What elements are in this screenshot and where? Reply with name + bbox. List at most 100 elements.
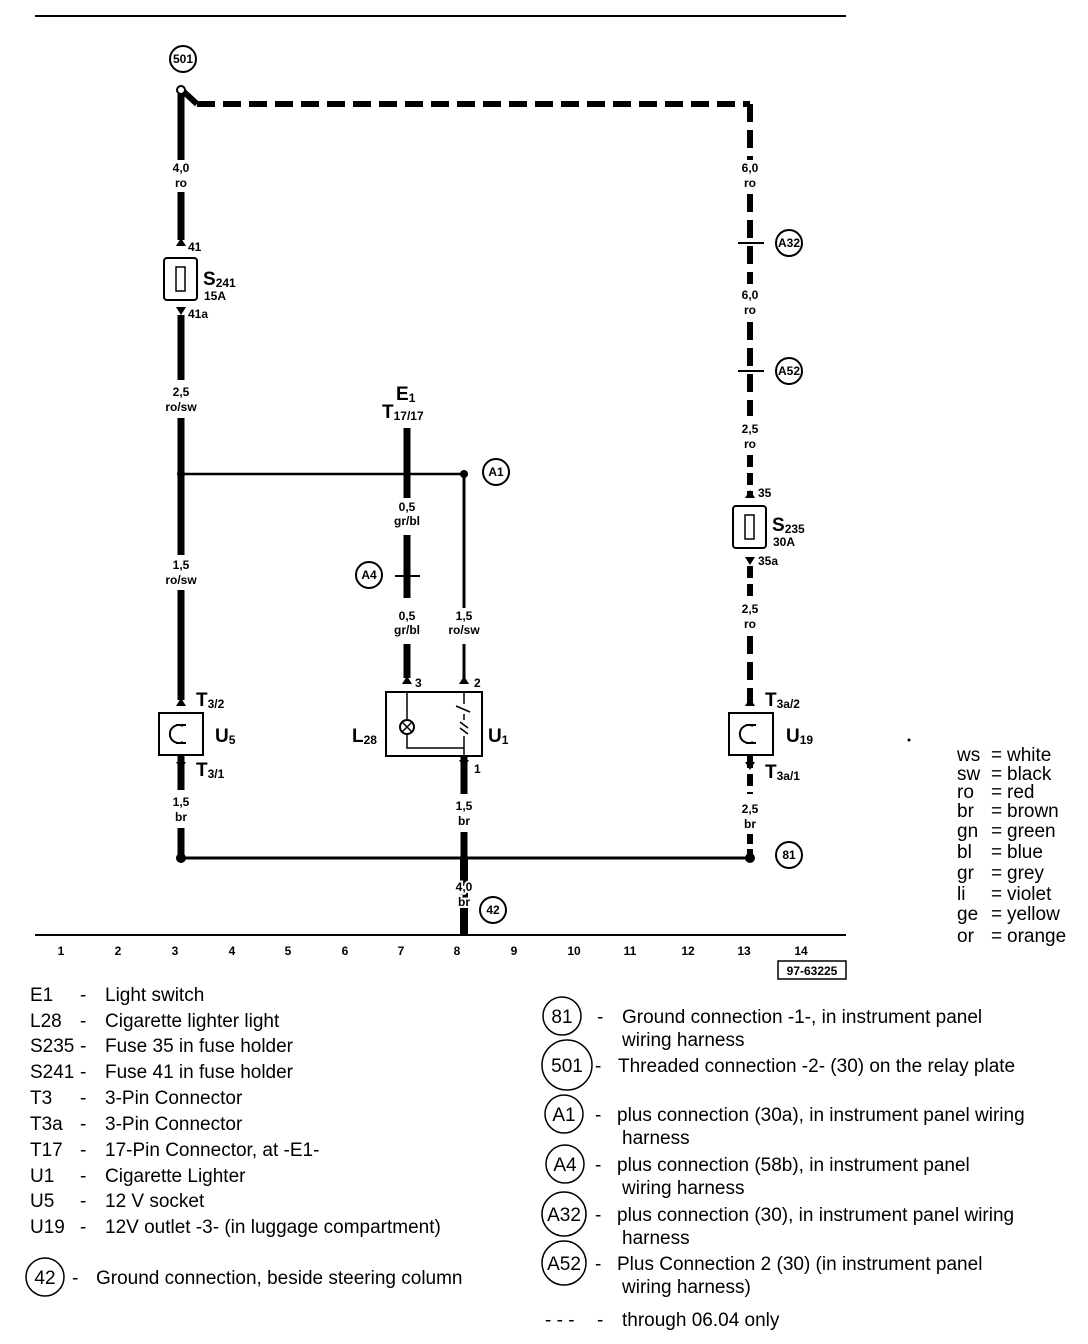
ref-code-box (777, 960, 847, 980)
wire-ground-size: 4,0 (456, 880, 473, 894)
wire-e1-top-size: 0,5 (399, 500, 416, 514)
legend-a1-dash: - (595, 1105, 601, 1126)
fuse-s235-element (744, 514, 755, 540)
col-3: 3 (172, 944, 179, 958)
legend-s235-code: S235 (30, 1036, 74, 1057)
legend-s235-dash: - (80, 1036, 86, 1057)
legend-s235-text: Fuse 35 in fuse holder (105, 1036, 294, 1057)
node-a52-label: A52 (778, 364, 800, 378)
legend-l28-dash: - (80, 1011, 86, 1032)
u19-bottom-connector: T3a/1 (765, 762, 800, 783)
l28-label: L28 (352, 726, 377, 747)
legend-42-dash: - (72, 1268, 78, 1289)
key-sw-eq: = (991, 764, 1002, 785)
u5-bottom-connector: T3/1 (196, 760, 225, 781)
legend-a32-circle (541, 1191, 587, 1237)
wire-left-low-size: 1,5 (173, 558, 190, 572)
col-11: 11 (624, 944, 637, 958)
u1-label: U1 (488, 726, 509, 747)
legend-a4-dash: - (595, 1155, 601, 1176)
legend-u5-code: U5 (30, 1191, 54, 1212)
col-14: 14 (794, 944, 808, 958)
u19-label: U19 (786, 726, 813, 747)
legend-501-dash: - (595, 1056, 601, 1077)
node-81-label: 81 (782, 848, 796, 862)
node-a1-circle (482, 458, 510, 486)
node-a32-label: A32 (778, 236, 800, 250)
wire-ground-color: br (458, 895, 470, 909)
node-a1-label: A1 (488, 465, 504, 479)
fuse-s241-in: 41 (188, 240, 202, 254)
wire-left-top-color: ro (175, 176, 187, 190)
key-ge-code: ge (957, 904, 978, 925)
u1-internal-wire (406, 734, 464, 749)
u19-top-arrow (745, 698, 755, 706)
key-ge-eq: = (991, 904, 1002, 925)
wire-e1-low-color: gr/bl (394, 623, 420, 637)
legend-a4-circle (545, 1144, 585, 1184)
col-12: 12 (681, 944, 695, 958)
column-numbers: 1 2 3 4 5 6 7 8 9 10 11 12 13 14 (58, 944, 808, 958)
legend-42-text: Ground connection, beside steering colum… (96, 1268, 463, 1289)
node-a32-circle (775, 229, 803, 257)
wire-right-fuse-size: 2,5 (742, 602, 759, 616)
key-sw-name: black (1007, 764, 1052, 785)
key-bl-eq: = (991, 842, 1002, 863)
wire-left-low-color: ro/sw (165, 573, 197, 587)
col-6: 6 (342, 944, 349, 958)
legend-e1-code: E1 (30, 985, 53, 1006)
u5-body (158, 712, 204, 756)
legend-u1-text: Cigarette Lighter (105, 1166, 246, 1187)
wire-left-mid-size: 2,5 (173, 385, 190, 399)
dashed-top-diag (181, 89, 200, 107)
col-2: 2 (115, 944, 122, 958)
fuse-s241-name: S241 (203, 269, 236, 290)
legend-a1-circle (544, 1094, 584, 1134)
wire-right-fuse-color: ro (744, 617, 756, 631)
wire-left-bot-size: 1,5 (173, 795, 190, 809)
legend-a1-line1: plus connection (30a), in instrument pan… (617, 1105, 1025, 1126)
key-gn-name: green (1007, 821, 1056, 842)
legend-u19-text: 12V outlet -3- (in luggage compartment) (105, 1217, 441, 1238)
pin3-arrow (402, 676, 412, 684)
legend-81-id: 81 (551, 1007, 572, 1028)
u19-top-connector: T3a/2 (765, 690, 800, 711)
col-4: 4 (229, 944, 236, 958)
node-42-circle (479, 896, 507, 924)
ref-code: 97-63225 (787, 964, 838, 978)
e1-connector: T17/17 (382, 402, 424, 423)
legend-l28-text: Cigarette lighter light (105, 1011, 280, 1032)
wire-e1-low-size: 0,5 (399, 609, 416, 623)
node-a4-circle (355, 561, 383, 589)
key-ws-code: ws (956, 745, 980, 766)
wire-a1-low-size: 1,5 (456, 609, 473, 623)
legend-a52-line2: wiring harness) (621, 1277, 751, 1298)
key-sw-code: sw (957, 764, 981, 785)
fuse-s241-arrow-in (176, 238, 186, 246)
legend-e1-text: Light switch (105, 985, 204, 1006)
key-li-code: li (957, 884, 965, 905)
key-gr-name: grey (1007, 863, 1044, 884)
node-81-circle (775, 841, 803, 869)
node-a52-circle (775, 357, 803, 385)
wire-right-bot-color: br (744, 817, 756, 831)
legend-dash-sep: - (597, 1310, 603, 1331)
legend-t3-dash: - (80, 1088, 86, 1109)
legend-81-line2: wiring harness (621, 1030, 745, 1051)
u5-top-connector: T3/2 (196, 690, 225, 711)
legend-left: E1 - Light switch L28 - Cigarette lighte… (25, 985, 463, 1297)
legend-t3-code: T3 (30, 1088, 52, 1109)
legend-u1-code: U1 (30, 1166, 54, 1187)
wire-right-bot-size: 2,5 (742, 802, 759, 816)
legend-a1-line2: harness (622, 1128, 690, 1149)
key-or-code: or (957, 926, 975, 947)
legend-t3a-text: 3-Pin Connector (105, 1114, 243, 1135)
l28-lamp-x2 (401, 721, 413, 733)
pin3-label: 3 (415, 676, 422, 690)
fuse-s235-out: 35a (758, 554, 778, 568)
fuse-s235-name: S235 (772, 515, 805, 536)
node-501-circle (169, 45, 197, 73)
legend-s241-text: Fuse 41 in fuse holder (105, 1062, 294, 1083)
col-8: 8 (454, 944, 461, 958)
